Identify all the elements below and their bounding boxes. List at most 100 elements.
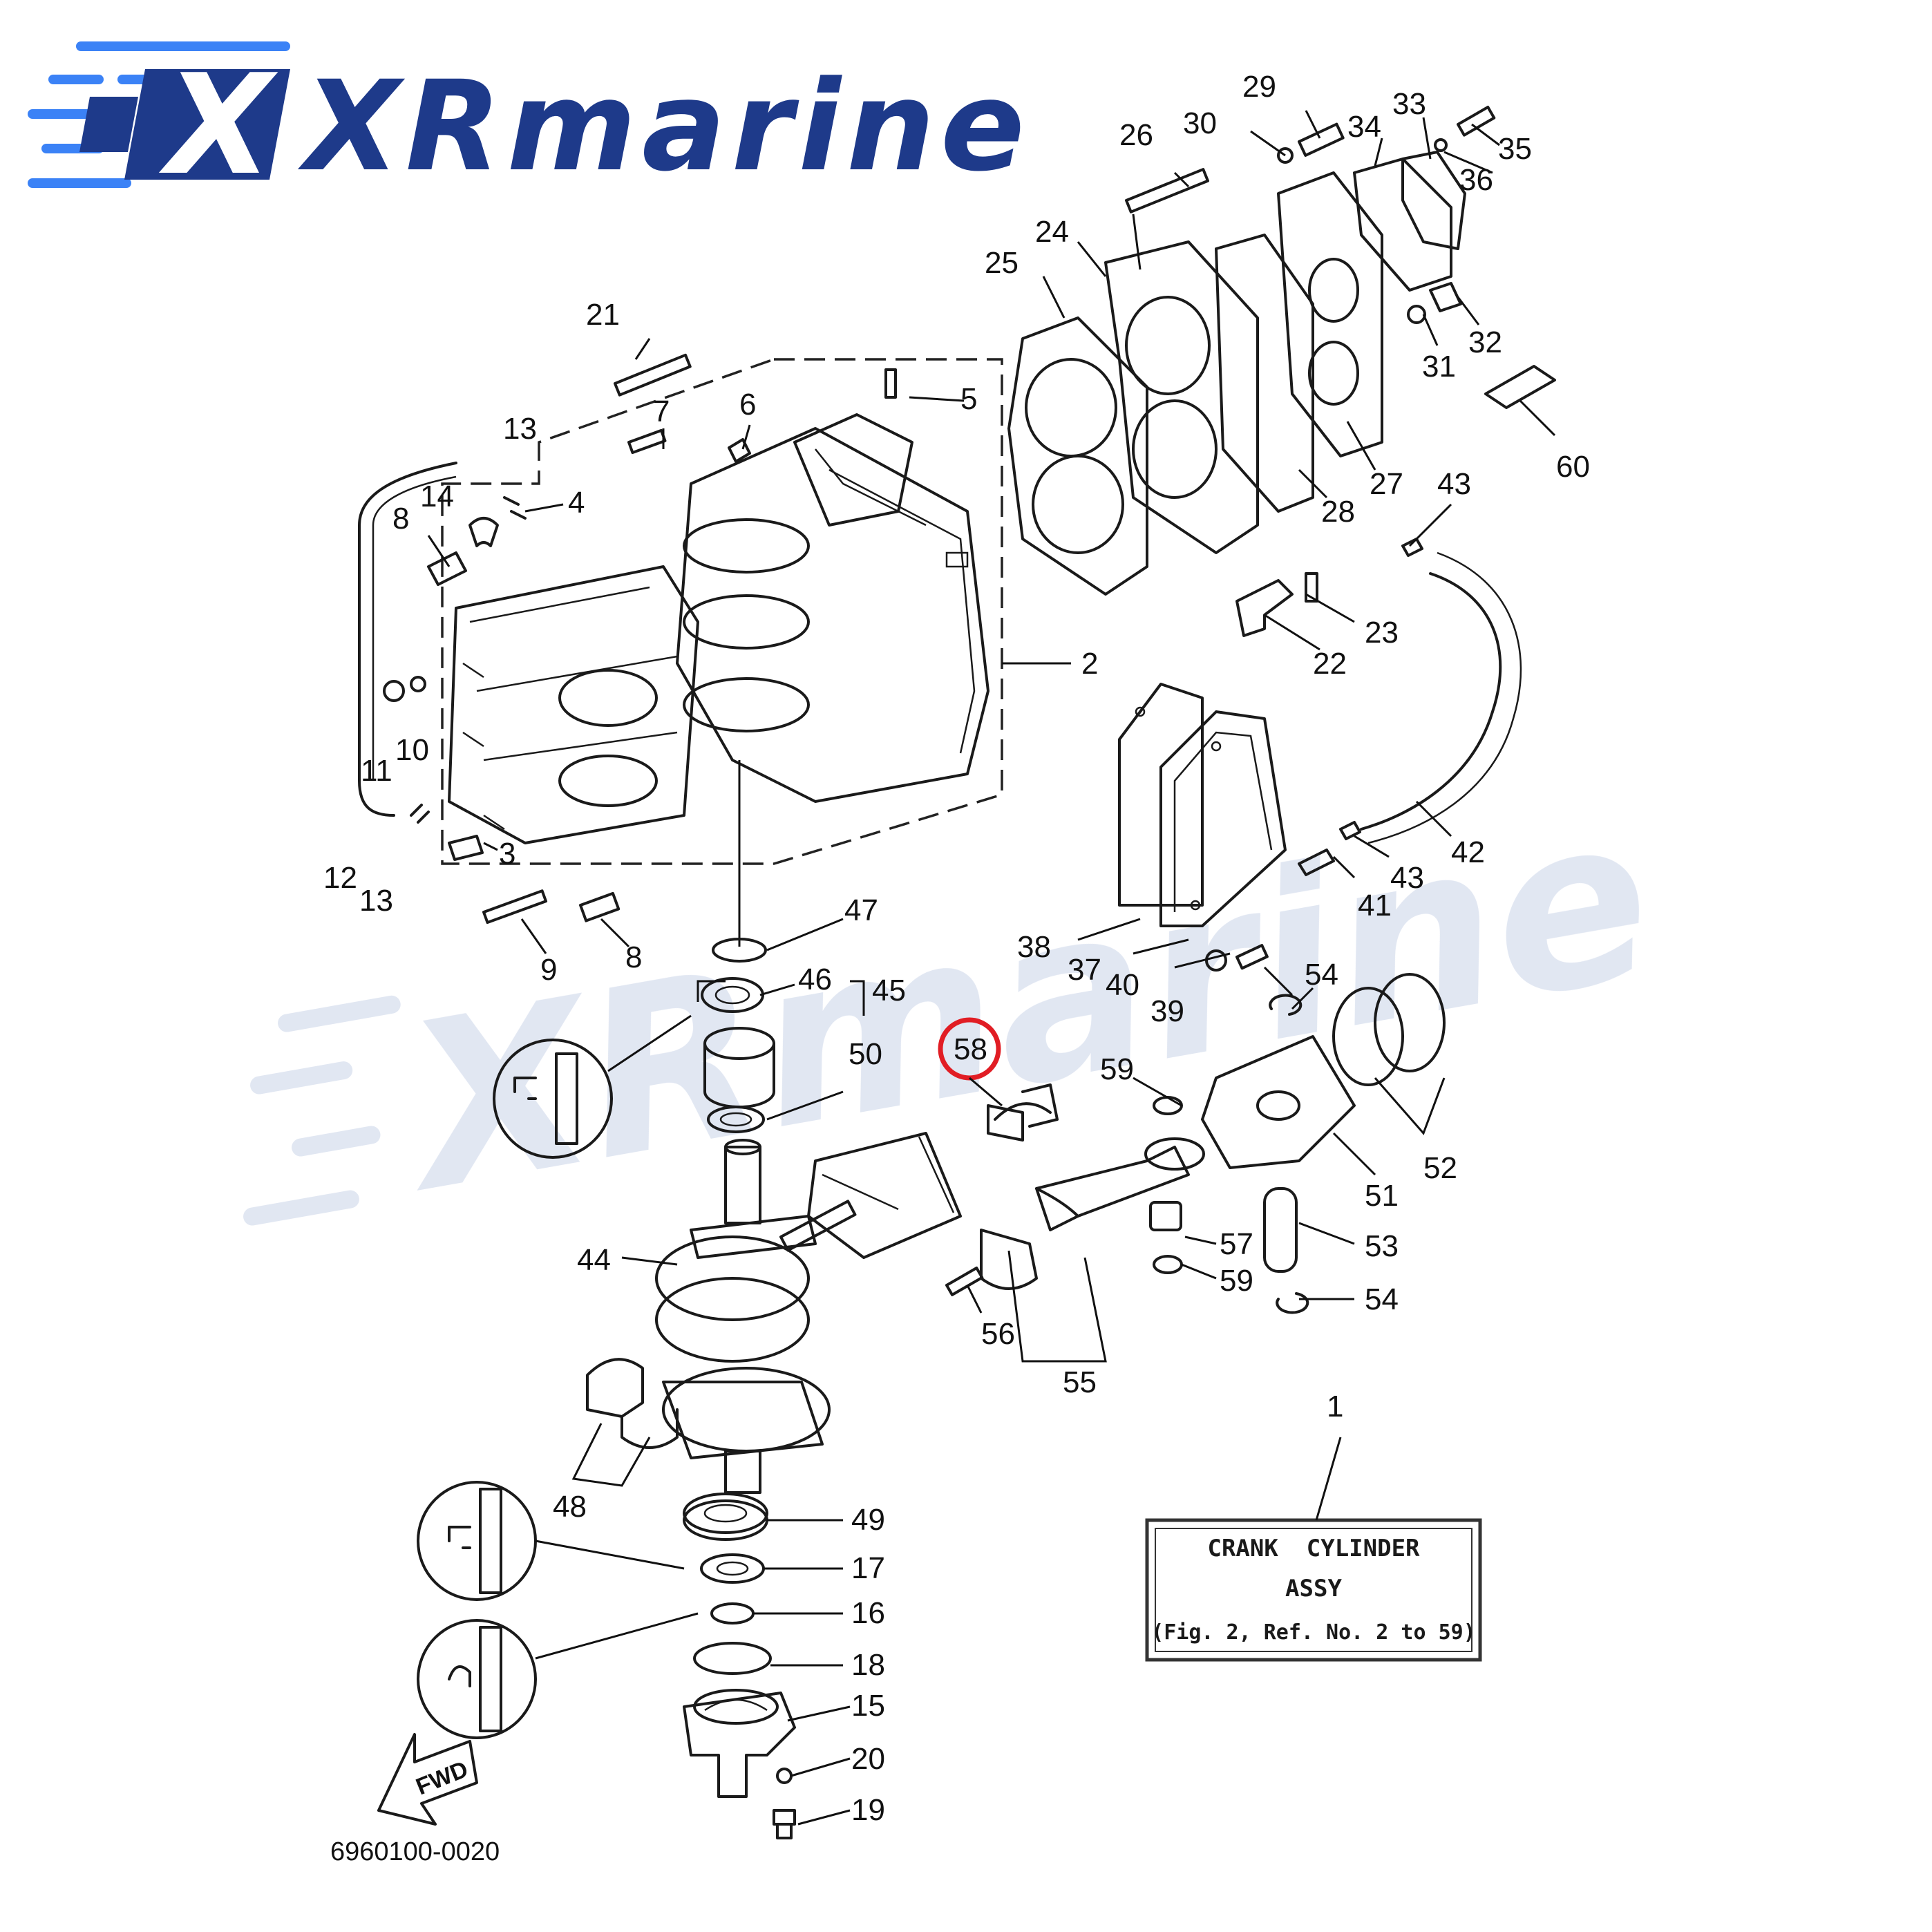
drawing-number: 6960100-0020	[330, 1837, 500, 1866]
callout-54b: 54	[1365, 1282, 1399, 1316]
cylinder-block	[676, 427, 989, 803]
clamp-13-bottom	[410, 804, 430, 824]
callout-29: 29	[1242, 70, 1276, 104]
callout-22: 22	[1313, 647, 1347, 681]
gasket-25	[1007, 316, 1148, 596]
callout-15: 15	[851, 1689, 885, 1723]
callout-37: 37	[1068, 953, 1101, 987]
stud-21	[613, 353, 692, 397]
bolt-8-top	[427, 551, 467, 586]
dowel-pin-5	[884, 368, 897, 399]
seal-detail-top	[493, 1039, 613, 1159]
callout-38: 38	[1017, 930, 1051, 964]
rod-bolt-56	[945, 1267, 984, 1296]
title-box: CRANK CYLINDER ASSY (Fig. 2, Ref. No. 2 …	[1145, 1437, 1482, 1662]
callout-42: 42	[1451, 835, 1485, 869]
title-line-1: CRANK CYLINDER	[1207, 1535, 1420, 1562]
callout-16: 16	[851, 1596, 885, 1630]
title-line-3: (Fig. 2, Ref. No. 2 to 59)	[1151, 1620, 1476, 1645]
callout-33: 33	[1392, 87, 1426, 121]
crankshaft-44	[417, 1132, 962, 1839]
callout-60: 60	[1556, 450, 1590, 484]
piston-ring-52b	[1374, 973, 1446, 1072]
o-ring-18	[693, 1642, 772, 1675]
callout-25: 25	[985, 246, 1019, 280]
callout-labels: 1 2 3 4 5 6 7 8 8 9 10 11 12 13 13 14 15…	[323, 70, 1590, 1827]
o-ring-47	[712, 938, 767, 963]
callout-1: 1	[1327, 1390, 1343, 1423]
crankcase-dashed-outline	[441, 358, 1003, 865]
watermark-speed-lines	[243, 995, 401, 1226]
callout-23: 23	[1365, 616, 1399, 650]
callout-27: 27	[1370, 467, 1403, 501]
bolt-8-bottom	[579, 891, 621, 922]
gasket-33	[1401, 151, 1466, 250]
callout-36: 36	[1459, 163, 1493, 197]
gasket-28	[1215, 234, 1314, 513]
callout-8b: 8	[625, 940, 642, 974]
hose-42	[1360, 572, 1502, 831]
callout-56: 56	[981, 1317, 1015, 1351]
callout-39: 39	[1150, 994, 1184, 1028]
clip-43-bottom	[1339, 821, 1361, 840]
callout-47: 47	[844, 893, 878, 927]
washer-36	[1434, 138, 1448, 152]
cylinder-head-24	[1104, 240, 1259, 554]
callout-57: 57	[1220, 1227, 1253, 1261]
dowel-pin-7	[627, 428, 667, 455]
callout-41: 41	[1358, 889, 1392, 922]
bolt-19	[773, 1809, 796, 1839]
cover-37	[1159, 710, 1287, 927]
seal-housing-15	[683, 1692, 796, 1798]
callout-50: 50	[849, 1037, 882, 1071]
clip-43-top	[1401, 538, 1423, 557]
needle-bearing-58	[987, 1083, 1059, 1142]
washer-59-bottom	[1153, 1255, 1183, 1274]
piston-pin-53	[1263, 1187, 1298, 1273]
callout-59a: 59	[1100, 1052, 1134, 1086]
bolt-9	[482, 889, 548, 925]
fitting-41	[1298, 849, 1335, 876]
cover-27	[1277, 171, 1383, 457]
callout-43a: 43	[1437, 467, 1471, 501]
callout-30: 30	[1183, 106, 1217, 140]
exhaust-cover-group	[1118, 538, 1522, 972]
bolt-23	[1305, 572, 1318, 603]
callout-7: 7	[653, 395, 670, 428]
leader-lines	[427, 110, 1556, 1826]
bolt-39	[1235, 944, 1269, 970]
callout-54a: 54	[1305, 958, 1338, 992]
callout-8a: 8	[392, 502, 409, 536]
oil-seal-17	[700, 1553, 765, 1584]
callout-28: 28	[1321, 495, 1355, 529]
callout-19: 19	[851, 1793, 885, 1827]
callout-59b: 59	[1220, 1264, 1253, 1298]
clip-54-bottom	[1276, 1292, 1309, 1314]
cylinder-head-group	[1007, 105, 1556, 637]
callout-20: 20	[851, 1742, 885, 1776]
washer-20	[776, 1768, 793, 1784]
clamp-13-top	[503, 496, 527, 520]
callout-2: 2	[1081, 647, 1098, 681]
logo-name: XRmarine	[297, 55, 1030, 199]
callout-53: 53	[1365, 1229, 1399, 1263]
thrust-washer-50	[707, 1106, 765, 1133]
callout-21: 21	[586, 298, 620, 332]
callout-13b: 13	[359, 884, 393, 918]
callout-18: 18	[851, 1648, 885, 1682]
crankcase-assembly	[358, 353, 1003, 925]
rod-cap-55	[980, 1229, 1038, 1290]
callout-14: 14	[420, 480, 454, 513]
bolt-29	[1297, 122, 1345, 157]
callout-32: 32	[1468, 325, 1502, 359]
seal-detail-bottom	[417, 1619, 537, 1739]
brand-logo: X XRmarine	[28, 41, 1030, 206]
oil-seal-16	[710, 1602, 755, 1625]
callout-58: 58	[954, 1032, 987, 1066]
callout-9: 9	[540, 953, 557, 987]
main-bearing-48	[586, 1358, 644, 1418]
callout-5: 5	[960, 382, 977, 416]
callout-55: 55	[1063, 1365, 1097, 1399]
gasket-38	[1118, 683, 1204, 907]
